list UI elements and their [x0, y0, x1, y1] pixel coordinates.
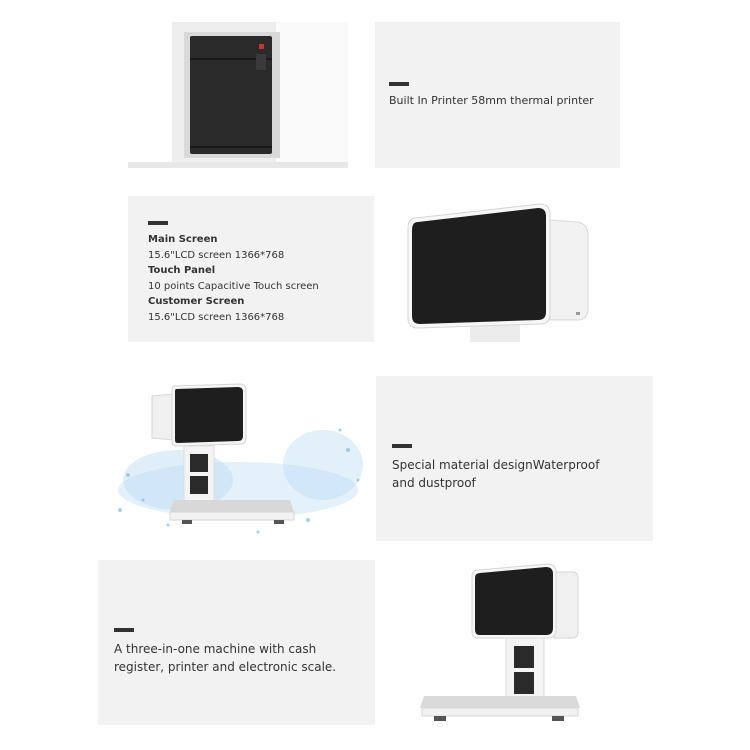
accent-bar [392, 444, 412, 448]
spec-detail-customer-screen: 15.6"LCD screen 1366*768 [148, 311, 285, 323]
spec-heading-touch-panel: Touch Panel [148, 265, 216, 276]
waterproof-splash-image [108, 380, 368, 540]
spec-detail-main-screen: 15.6"LCD screen 1366*768 [148, 249, 285, 261]
spec-list: Main Screen 15.6"LCD screen 1366*768 Tou… [148, 232, 368, 325]
waterproof-info-panel: Special material designWaterproof and du… [376, 376, 653, 541]
waterproof-caption: Special material designWaterproof and du… [392, 458, 600, 490]
screen-specs-panel: Main Screen 15.6"LCD screen 1366*768 Tou… [128, 196, 374, 342]
accent-bar [148, 221, 168, 225]
full-machine-image [420, 560, 590, 730]
dual-screen-image [400, 196, 600, 346]
accent-bar [389, 82, 409, 86]
spec-heading-customer-screen: Customer Screen [148, 296, 245, 307]
spec-detail-touch-panel: 10 points Capacitive Touch screen [148, 280, 319, 292]
printer-closeup-image [128, 22, 348, 168]
three-in-one-caption: A three-in-one machine with cash registe… [114, 642, 337, 674]
printer-info-panel: Built In Printer 58mm thermal printer [375, 22, 620, 168]
spec-heading-main-screen: Main Screen [148, 234, 218, 245]
printer-caption: Built In Printer 58mm thermal printer [389, 94, 594, 107]
three-in-one-panel: A three-in-one machine with cash registe… [98, 560, 375, 725]
accent-bar [114, 628, 134, 632]
